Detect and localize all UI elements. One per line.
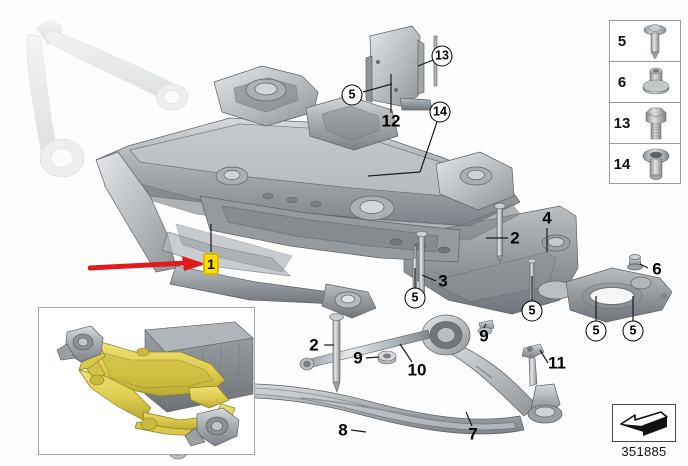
callout-9: 9 [353,348,363,368]
fastener-legend: 5 6 [609,20,681,184]
callout-5: 5 [404,287,426,309]
rear-mount-plate-group [565,254,673,323]
callout-14: 14 [429,101,451,123]
wheel-knuckle-shape [56,325,240,447]
front-axle-support-part [95,65,579,319]
nut-part-9-right [477,319,495,335]
callout-9: 9 [479,326,489,346]
bolt-part-2-lower [329,313,344,393]
callout-1-highlighted: 1 [203,253,219,275]
view-direction-arrow-icon [612,404,676,442]
flange-head-bolt-icon [634,21,680,61]
ghost-upper-control-arm [26,19,189,178]
callout-3: 3 [438,271,448,291]
callout-6: 6 [652,259,662,279]
legend-row: 5 [610,21,680,62]
callout-5: 5 [622,320,644,342]
collar-bushing-icon [634,62,680,102]
hex-head-bolt-icon [634,103,680,143]
callout-2: 2 [309,335,319,355]
callout-13: 13 [431,45,453,67]
legend-number: 13 [613,114,631,132]
nut-part-9-left [377,350,397,365]
socket-head-bolt-icon [634,144,680,185]
legend-row: 13 [610,103,680,144]
callout-11: 11 [548,353,566,373]
callout-10: 10 [407,360,427,380]
legend-number: 6 [617,73,627,91]
callout-4: 4 [542,208,552,228]
legend-row: 6 [610,62,680,103]
legend-number: 5 [617,32,627,50]
diagram-id-number: 351885 [621,444,667,459]
callout-8: 8 [338,420,348,440]
callout-2: 2 [510,228,520,248]
callout-12: 12 [381,111,401,131]
bushing-shape [89,347,158,431]
leader-lines [210,59,649,433]
callout-7: 7 [468,424,478,444]
callout-5: 5 [521,300,543,322]
bracket-part-12 [365,25,433,111]
callout-5: 5 [585,320,607,342]
ball-joint-pin-part-11 [521,343,545,387]
assembly-overview-thumbnail [38,307,255,455]
highlight-arrow-icon [88,256,206,271]
callout-5: 5 [341,84,363,106]
legend-row: 14 [610,144,680,185]
legend-number: 14 [613,156,631,173]
